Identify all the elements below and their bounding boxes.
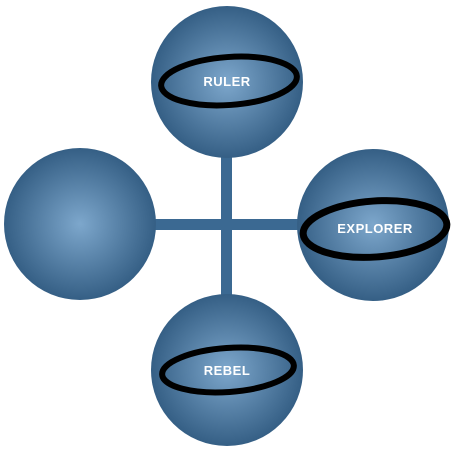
node-rebel: REBEL — [151, 294, 303, 446]
sphere-explorer — [297, 149, 449, 301]
node-ruler: RULER — [151, 6, 303, 158]
connectors — [145, 140, 315, 310]
node-left — [4, 148, 156, 300]
label-ruler: RULER — [203, 74, 250, 89]
sphere-rebel — [151, 294, 303, 446]
horizontal-connector — [145, 219, 315, 230]
label-explorer: EXPLORER — [337, 221, 413, 236]
sphere-ruler — [151, 6, 303, 158]
sphere-left — [4, 148, 156, 300]
ring-rebel — [159, 344, 297, 396]
ring-explorer — [299, 197, 451, 261]
label-rebel: REBEL — [204, 363, 251, 378]
node-explorer: EXPLORER — [297, 149, 451, 301]
ring-ruler — [158, 53, 300, 109]
